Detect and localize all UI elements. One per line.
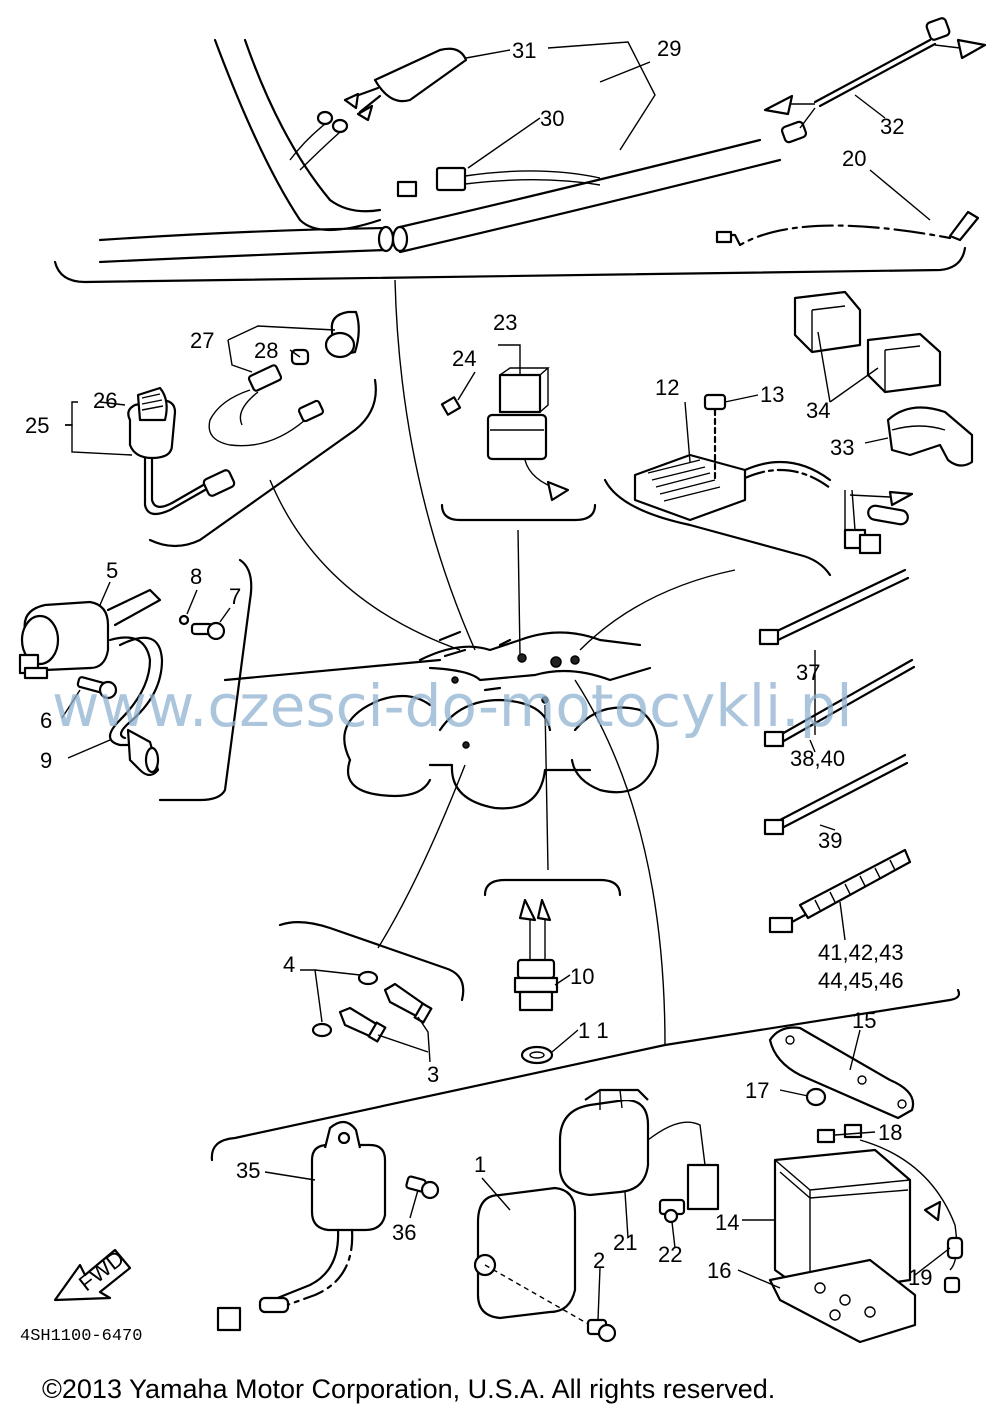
label-6: 6 bbox=[40, 708, 52, 733]
label-25: 25 bbox=[25, 413, 49, 438]
label-21: 21 bbox=[613, 1230, 637, 1255]
label-39: 39 bbox=[818, 828, 842, 853]
label-15: 15 bbox=[852, 1008, 876, 1033]
label-7: 7 bbox=[229, 584, 241, 609]
diagram-code: 4SH1100-6470 bbox=[20, 1327, 142, 1346]
label-38-40: 38,40 bbox=[790, 746, 845, 771]
label-2: 2 bbox=[593, 1248, 605, 1273]
label-24: 24 bbox=[452, 346, 476, 371]
label-3: 3 bbox=[427, 1062, 439, 1087]
label-8: 8 bbox=[190, 564, 202, 589]
label-34: 34 bbox=[806, 398, 830, 423]
label-9: 9 bbox=[40, 748, 52, 773]
rectifier-group-12-13 bbox=[603, 393, 914, 577]
lower-group-1-36 bbox=[53, 988, 964, 1344]
label-19: 19 bbox=[908, 1265, 932, 1290]
relay-group-23-24 bbox=[440, 367, 597, 522]
label-44-46: 44,45,46 bbox=[818, 968, 904, 993]
label-23: 23 bbox=[493, 310, 517, 335]
label-27: 27 bbox=[190, 328, 214, 353]
label-22: 22 bbox=[658, 1242, 682, 1267]
vehicle-silhouette bbox=[223, 279, 736, 1046]
label-37: 37 bbox=[796, 660, 820, 685]
switch-group-25-28 bbox=[127, 310, 377, 548]
label-16: 16 bbox=[707, 1258, 731, 1283]
label-1: 1 bbox=[474, 1152, 486, 1177]
sender-group-3-4 bbox=[278, 921, 465, 1043]
label-14: 14 bbox=[715, 1210, 739, 1235]
label-36: 36 bbox=[392, 1220, 416, 1245]
label-11: 1 1 bbox=[578, 1018, 609, 1043]
label-32: 32 bbox=[880, 114, 904, 139]
label-5: 5 bbox=[106, 558, 118, 583]
label-29: 29 bbox=[657, 36, 681, 61]
label-18: 18 bbox=[878, 1120, 902, 1145]
coil-group-5-9 bbox=[18, 558, 253, 802]
label-35: 35 bbox=[236, 1158, 260, 1183]
label-33: 33 bbox=[830, 435, 854, 460]
label-41-43: 41,42,43 bbox=[818, 940, 904, 965]
label-26: 26 bbox=[93, 388, 117, 413]
watermark: www.czesci-do-motocykli.pl bbox=[52, 672, 853, 740]
cable-ties-37-46 bbox=[758, 568, 916, 934]
covers-33-34 bbox=[793, 290, 974, 467]
label-12: 12 bbox=[655, 375, 679, 400]
top-harness-group bbox=[53, 17, 987, 284]
part-labels: 1 2 3 4 5 6 7 8 9 10 1 1 12 13 14 15 16 … bbox=[25, 36, 932, 1290]
label-20: 20 bbox=[842, 146, 866, 171]
label-28: 28 bbox=[254, 338, 278, 363]
label-17: 17 bbox=[745, 1078, 769, 1103]
leader-lines bbox=[61, 41, 951, 1321]
neutral-switch-10-11 bbox=[483, 878, 622, 1065]
label-30: 30 bbox=[540, 106, 564, 131]
label-31: 31 bbox=[512, 38, 536, 63]
label-4: 4 bbox=[283, 952, 295, 977]
copyright-notice: ©2013 Yamaha Motor Corporation, U.S.A. A… bbox=[42, 1374, 775, 1404]
label-10: 10 bbox=[570, 964, 594, 989]
label-13: 13 bbox=[760, 382, 784, 407]
